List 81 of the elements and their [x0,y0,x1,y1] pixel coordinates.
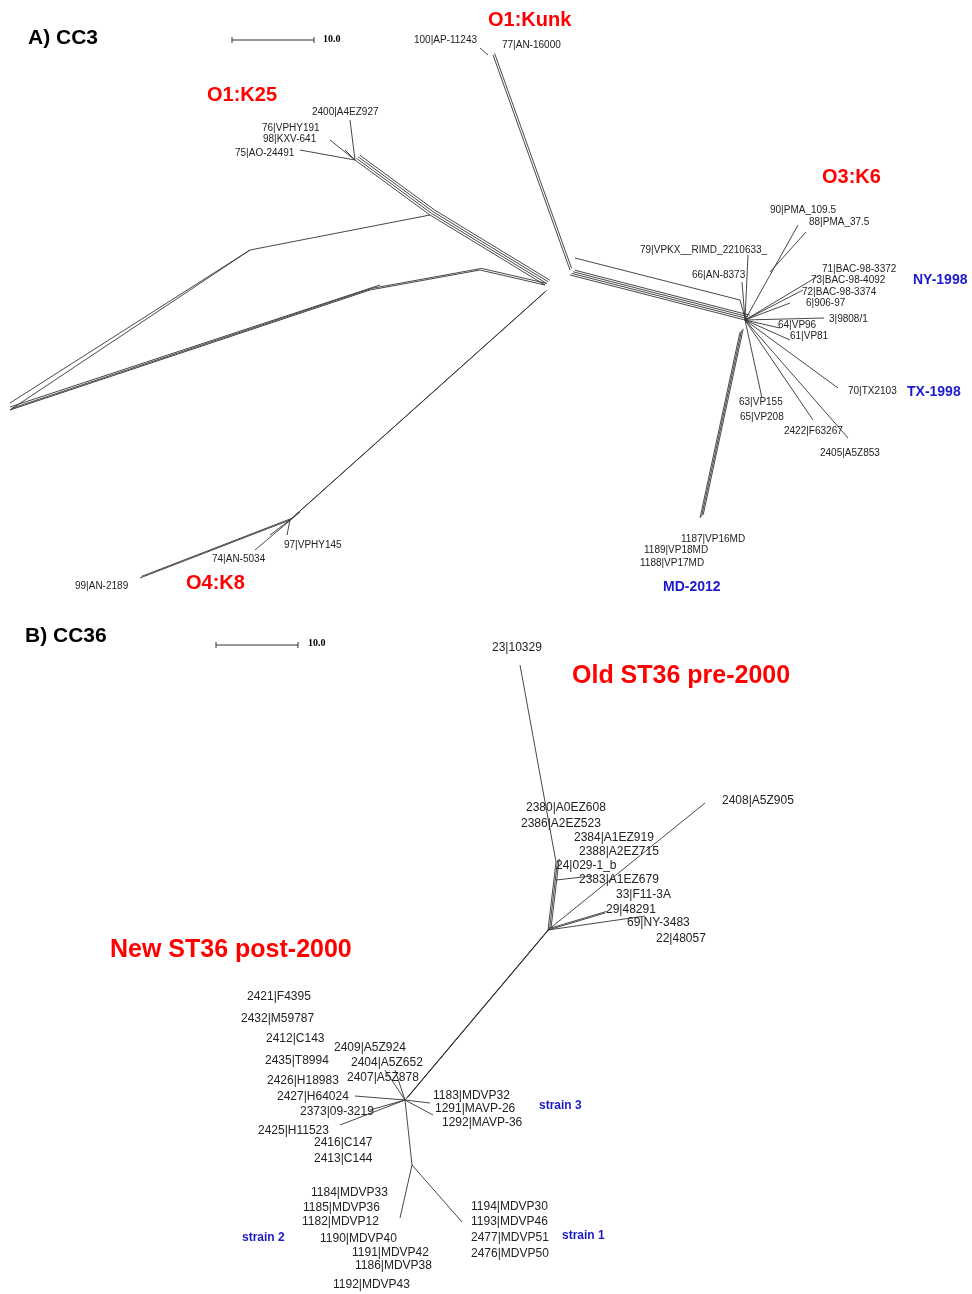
panel-title: A) CC3 [28,26,98,47]
taxon-label: 2405|A5Z853 [820,448,880,458]
taxon-label: 2373|09-3219 [300,1105,374,1117]
taxon-label: 90|PMA_109.5 [770,205,836,215]
taxon-label: 1291|MAVP-26 [435,1102,516,1114]
taxon-label: 66|AN-8373 [692,270,746,280]
taxon-label: 2421|F4395 [247,990,311,1002]
taxon-label: 2413|C144 [314,1152,373,1164]
taxon-label: 1189|VP18MD [644,545,709,555]
taxon-label: 74|AN-5034 [212,554,266,564]
taxon-label: 2425|H11523 [258,1124,329,1136]
taxon-label: 64|VP96 [778,320,817,330]
taxon-label: 2476|MDVP50 [471,1247,549,1259]
taxon-label: 75|AO-24491 [235,148,295,158]
group-label: O4:K8 [186,572,245,592]
group-label: TX-1998 [907,384,961,398]
taxon-label: 1183|MDVP32 [433,1089,510,1101]
taxon-label: 1193|MDVP46 [471,1215,548,1227]
taxon-label: 1186|MDVP38 [355,1259,432,1271]
taxon-label: 2380|A0EZ608 [526,801,606,813]
scale-value: 10.0 [308,638,326,648]
taxon-label: 1184|MDVP33 [311,1186,388,1198]
taxon-label: 2383|A1EZ679 [579,873,659,885]
taxon-label: 29|48291 [606,903,656,915]
taxon-label: 77|AN-16000 [502,40,561,50]
panel-title: B) CC36 [25,624,107,645]
taxon-label: 1194|MDVP30 [471,1200,548,1212]
taxon-label: 1185|MDVP36 [303,1201,380,1213]
taxon-label: 2435|T8994 [265,1054,329,1066]
taxon-label: 2422|F63267 [784,426,843,436]
taxon-label: 1182|MDVP12 [302,1215,379,1227]
group-label: MD-2012 [663,579,721,593]
taxon-label: 2477|MDVP51 [471,1231,549,1243]
taxon-label: 22|48057 [656,932,706,944]
taxon-label: 63|VP155 [739,397,783,407]
taxon-label: 73|BAC-98-4092 [811,275,886,285]
taxon-label: 2386|A2EZ523 [521,817,601,829]
taxon-label: 100|AP-11243 [414,35,478,45]
taxon-label: 79|VPKX__RIMD_2210633_ [640,245,768,255]
group-label: Old ST36 pre-2000 [572,662,791,687]
taxon-label: 88|PMA_37.5 [809,217,870,227]
taxon-label: 6|906-97 [806,298,846,308]
taxon-label: 2400|A4EZ927 [312,107,379,117]
scale-value: 10.0 [323,34,341,44]
group-label: O3:K6 [822,166,881,186]
group-label: New ST36 post-2000 [110,936,352,961]
taxon-label: 1191|MDVP42 [352,1246,429,1258]
group-label: strain 2 [242,1231,285,1243]
taxon-label: 33|F11-3A [616,888,671,900]
taxon-label: 2432|M59787 [241,1012,315,1024]
group-label: strain 3 [539,1099,582,1111]
taxon-label: 2416|C147 [314,1136,373,1148]
group-label: NY-1998 [913,272,968,286]
taxon-label: 76|VPHY191 [262,123,320,133]
taxon-label: 1192|MDVP43 [333,1278,410,1290]
taxon-label: 2384|A1EZ919 [574,831,654,843]
taxon-label: 23|10329 [492,641,542,653]
taxon-label: 2388|A2EZ715 [579,845,659,857]
taxon-label: 98|KXV-641 [263,134,317,144]
taxon-label: 97|VPHY145 [284,540,342,550]
group-label: strain 1 [562,1229,605,1241]
taxon-label: 2409|A5Z924 [334,1041,406,1053]
taxon-label: 1292|MAVP-36 [442,1116,523,1128]
taxon-label: 1188|VP17MD [640,558,705,568]
taxon-label: 72|BAC-98-3374 [802,287,877,297]
taxon-label: 2408|A5Z905 [722,794,794,806]
taxon-label: 70|TX2103 [848,386,897,396]
taxon-label: 69|NY-3483 [627,916,690,928]
taxon-label: 71|BAC-98-3372 [822,264,897,274]
taxon-label: 2404|A5Z652 [351,1056,423,1068]
taxon-label: 99|AN-2189 [75,581,129,591]
taxon-label: 1187|VP16MD [681,534,746,544]
taxon-label: 3|9808/1 [829,314,868,324]
taxon-label: 2412|C143 [266,1032,325,1044]
taxon-label: 2427|H64024 [277,1090,349,1102]
taxon-label: 61|VP81 [790,331,829,341]
taxon-label: 2426|H18983 [267,1074,339,1086]
taxon-label: 65|VP208 [740,412,784,422]
group-label: O1:K25 [207,84,278,104]
group-label: O1:Kunk [488,9,572,29]
taxon-label: 1190|MDVP40 [320,1232,397,1244]
